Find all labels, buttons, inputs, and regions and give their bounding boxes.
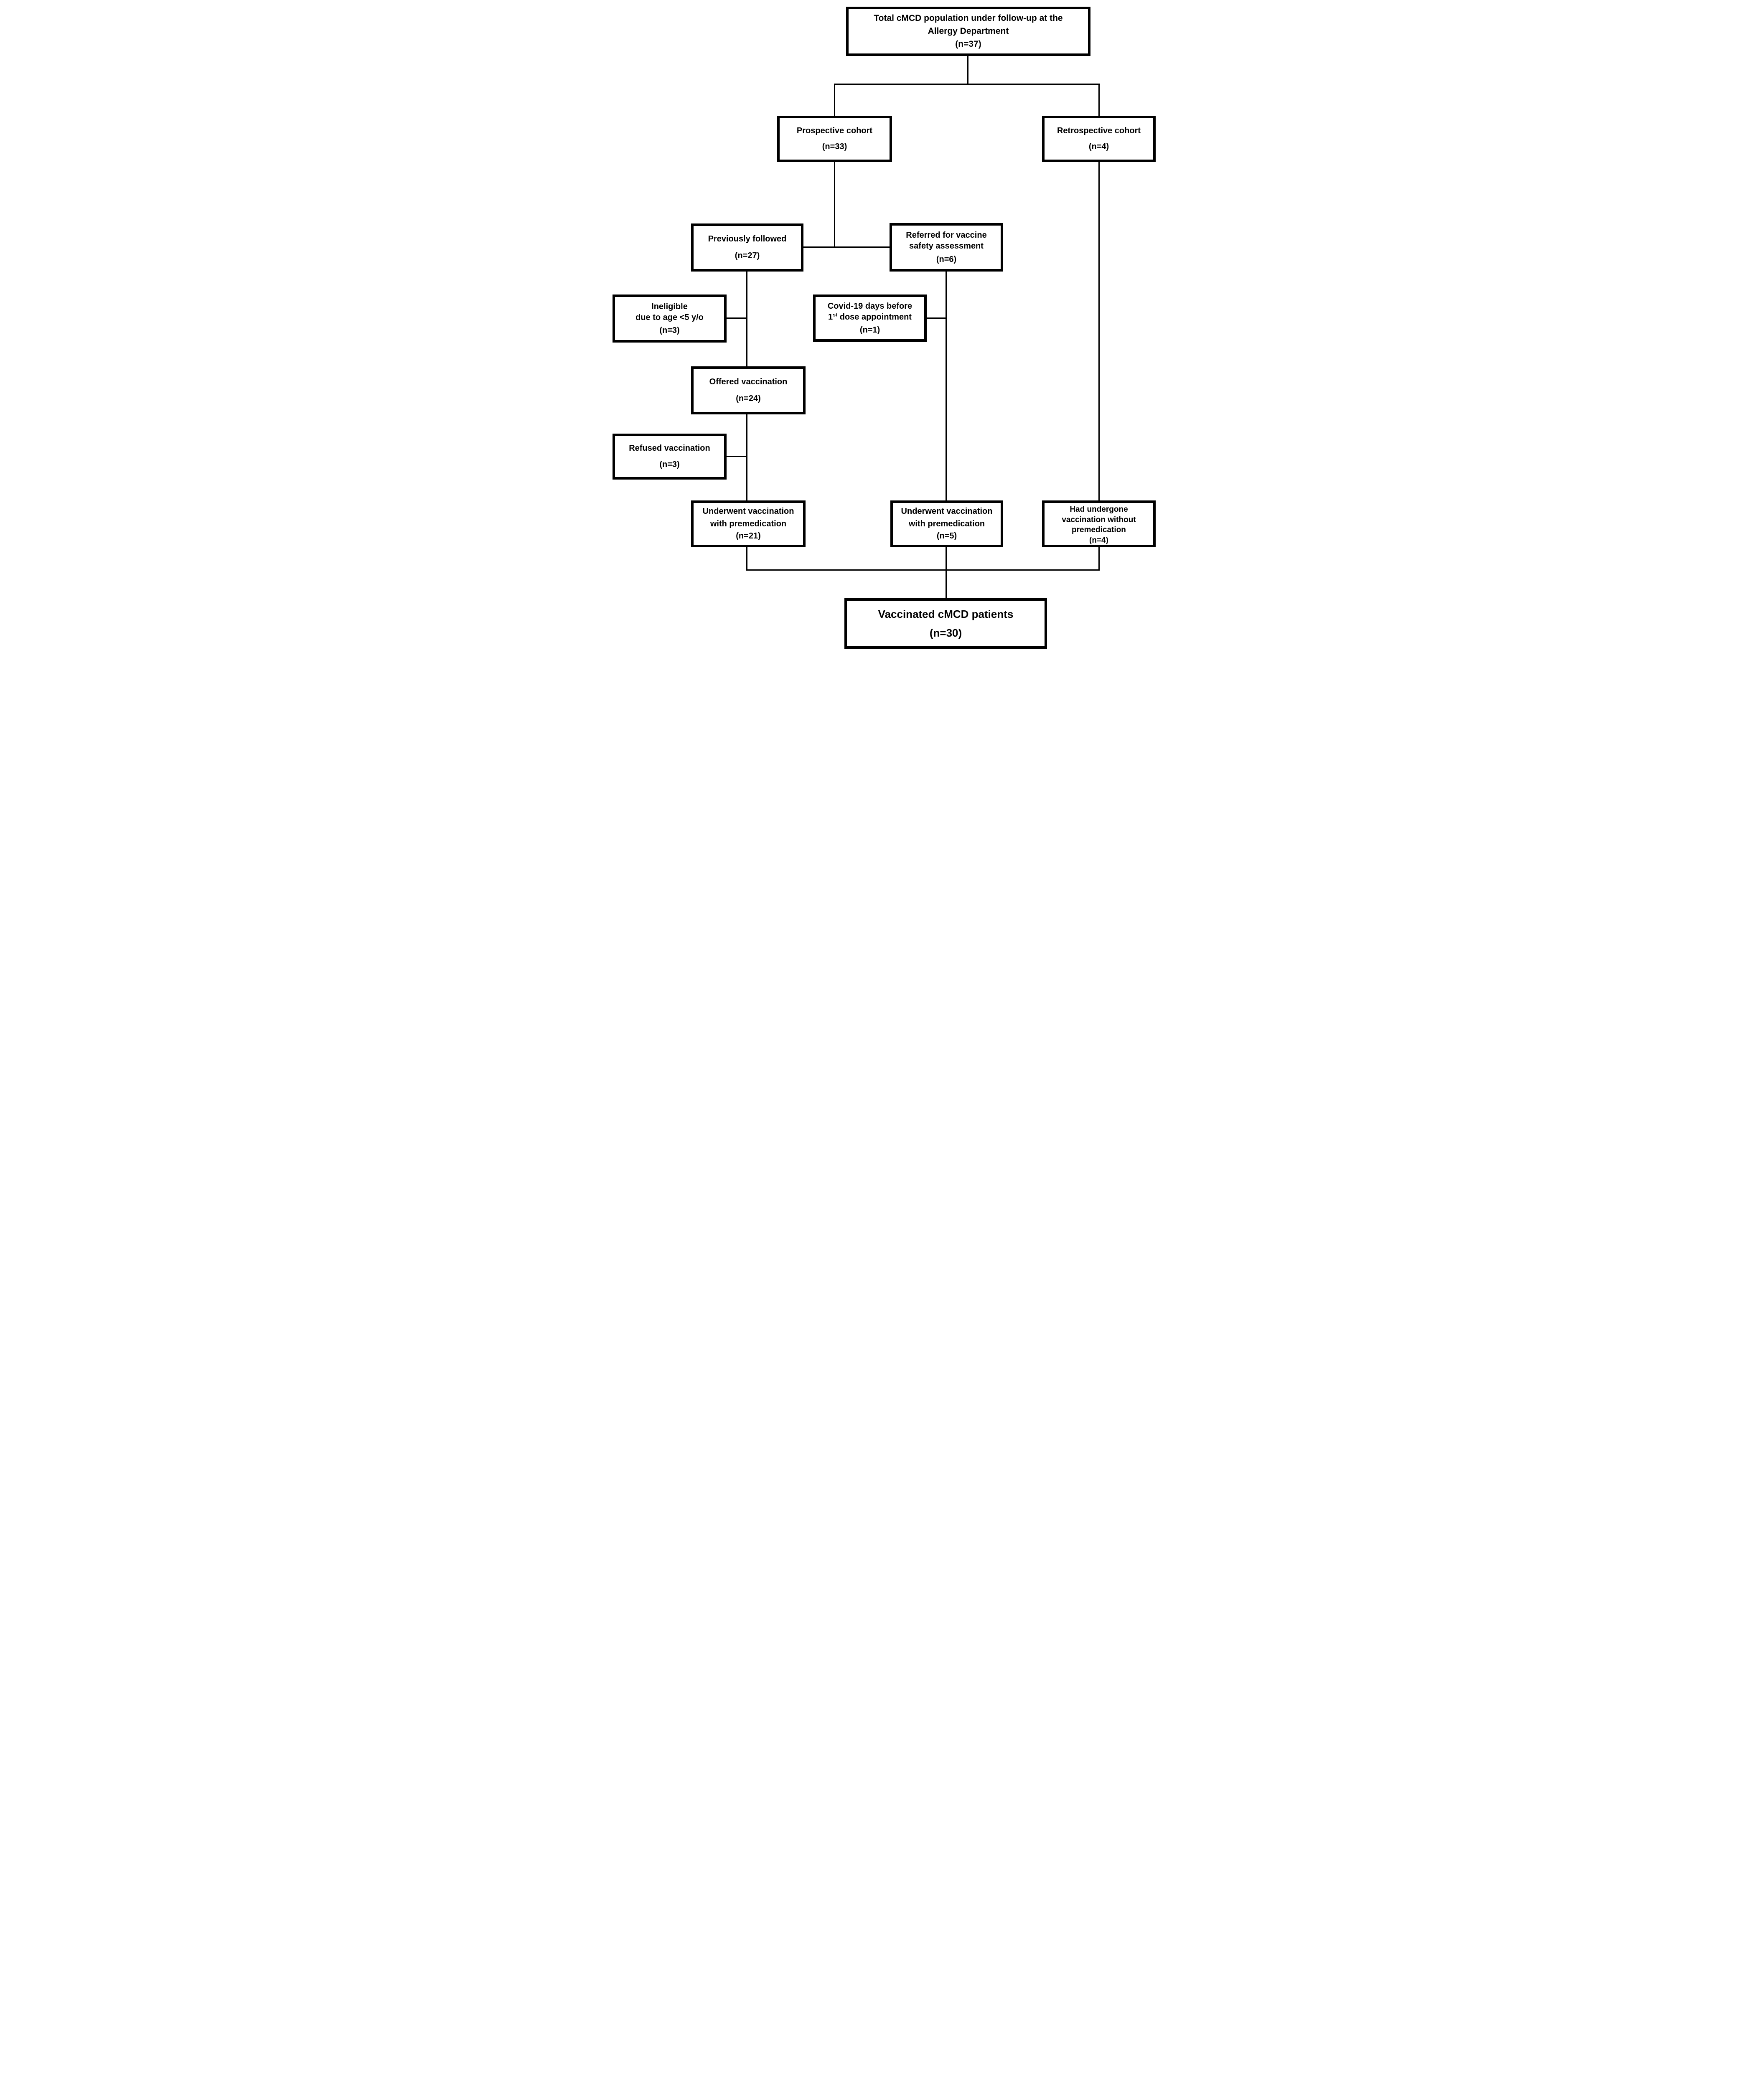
label-line: Previously followed — [708, 234, 787, 244]
label-line: Offered vaccination — [709, 377, 788, 386]
label-line: Prospective cohort — [796, 126, 873, 135]
box-prospective-cohort: Prospective cohort (n=33) — [777, 116, 892, 162]
connector-to-prospective — [834, 84, 835, 116]
ordinal-superscript: st — [833, 312, 838, 318]
label-line: Had undergone — [1070, 505, 1128, 514]
flow-diagram-canvas: Total cMCD population under follow-up at… — [606, 0, 1158, 651]
box-underwent-vaccination-premedication-5: Underwent vaccination with premedication… — [890, 500, 1003, 547]
label-line: safety assessment — [909, 241, 984, 251]
n-count: (n=27) — [735, 251, 760, 260]
connector-to-retrospective — [1098, 84, 1100, 116]
n-count: (n=1) — [859, 325, 880, 335]
label-line: Referred for vaccine — [906, 231, 987, 240]
connector-prospective-down — [834, 162, 835, 248]
label-text: 1 — [828, 312, 833, 322]
label-line: premedication — [1072, 526, 1126, 535]
box-previously-followed: Previously followed (n=27) — [691, 223, 803, 272]
box-ineligible-age: Ineligible due to age <5 y/o (n=3) — [613, 295, 727, 343]
connector-refused-branch — [727, 456, 746, 457]
box-label: Ineligible due to age <5 y/o — [635, 301, 704, 323]
connector-previously-referred-split — [803, 246, 890, 248]
connector-retrospective-to-had-undergone — [1098, 162, 1100, 500]
label-line: Underwent vaccination — [702, 507, 794, 516]
box-refused-vaccination: Refused vaccination (n=3) — [613, 434, 727, 480]
connector-covid-branch — [927, 317, 946, 319]
label-line: due to age <5 y/o — [635, 313, 704, 322]
label-line: Ineligible — [651, 302, 688, 311]
connector-merge-to-vaccinated — [946, 547, 947, 598]
box-covid-before-first-dose: Covid-19 days before 1st dose appointmen… — [813, 295, 927, 342]
label-line: Allergy Department — [928, 26, 1009, 36]
label-line: Retrospective cohort — [1057, 126, 1141, 135]
label-line: 1st dose appointment — [828, 312, 912, 322]
connector-merge-horizontal — [746, 569, 1100, 571]
connector-referred-to-underwent5 — [946, 272, 947, 500]
label-line: Total cMCD population under follow-up at… — [874, 13, 1063, 23]
box-label: Had undergone vaccination without premed… — [1062, 505, 1136, 536]
label-line: Underwent vaccination — [901, 507, 993, 516]
n-count: (n=37) — [955, 39, 981, 49]
n-count: (n=6) — [936, 254, 957, 264]
label-line: with premedication — [710, 519, 787, 528]
connector-had-undergone-to-merge — [1098, 547, 1100, 571]
box-had-undergone-without-premedication: Had undergone vaccination without premed… — [1042, 500, 1156, 547]
box-total-population: Total cMCD population under follow-up at… — [846, 7, 1090, 56]
connector-cohort-branch-horizontal — [834, 84, 1100, 85]
connector-underwent21-to-merge — [746, 547, 747, 571]
connector-total-down — [967, 56, 968, 85]
n-count: (n=3) — [659, 326, 680, 335]
label-line: vaccination without — [1062, 515, 1136, 524]
n-count: (n=24) — [736, 394, 761, 403]
n-count: (n=30) — [929, 626, 962, 639]
n-count: (n=5) — [936, 531, 957, 541]
connector-offered-to-underwent21 — [746, 414, 747, 500]
box-vaccinated-cmcd-patients: Vaccinated cMCD patients (n=30) — [844, 598, 1047, 649]
n-count: (n=3) — [659, 460, 680, 469]
n-count: (n=33) — [822, 142, 847, 152]
box-retrospective-cohort: Retrospective cohort (n=4) — [1042, 116, 1156, 162]
connector-previously-to-offered — [746, 272, 747, 366]
label-line: with premedication — [908, 519, 985, 528]
n-count: (n=4) — [1089, 536, 1108, 545]
box-offered-vaccination: Offered vaccination (n=24) — [691, 366, 806, 414]
n-count: (n=21) — [736, 531, 761, 541]
label-line: Covid-19 days before — [827, 302, 913, 311]
label-line: Vaccinated cMCD patients — [878, 608, 1014, 620]
label-line: Refused vaccination — [629, 444, 710, 453]
box-label: Referred for vaccine safety assessment — [906, 230, 986, 251]
box-referred-vaccine-safety: Referred for vaccine safety assessment (… — [890, 223, 1003, 272]
n-count: (n=4) — [1088, 142, 1109, 152]
box-label: Covid-19 days before 1st dose appointmen… — [828, 301, 912, 322]
connector-ineligible-branch — [727, 317, 746, 319]
label-text: dose appointment — [837, 312, 912, 322]
box-underwent-vaccination-premedication-21: Underwent vaccination with premedication… — [691, 500, 806, 547]
